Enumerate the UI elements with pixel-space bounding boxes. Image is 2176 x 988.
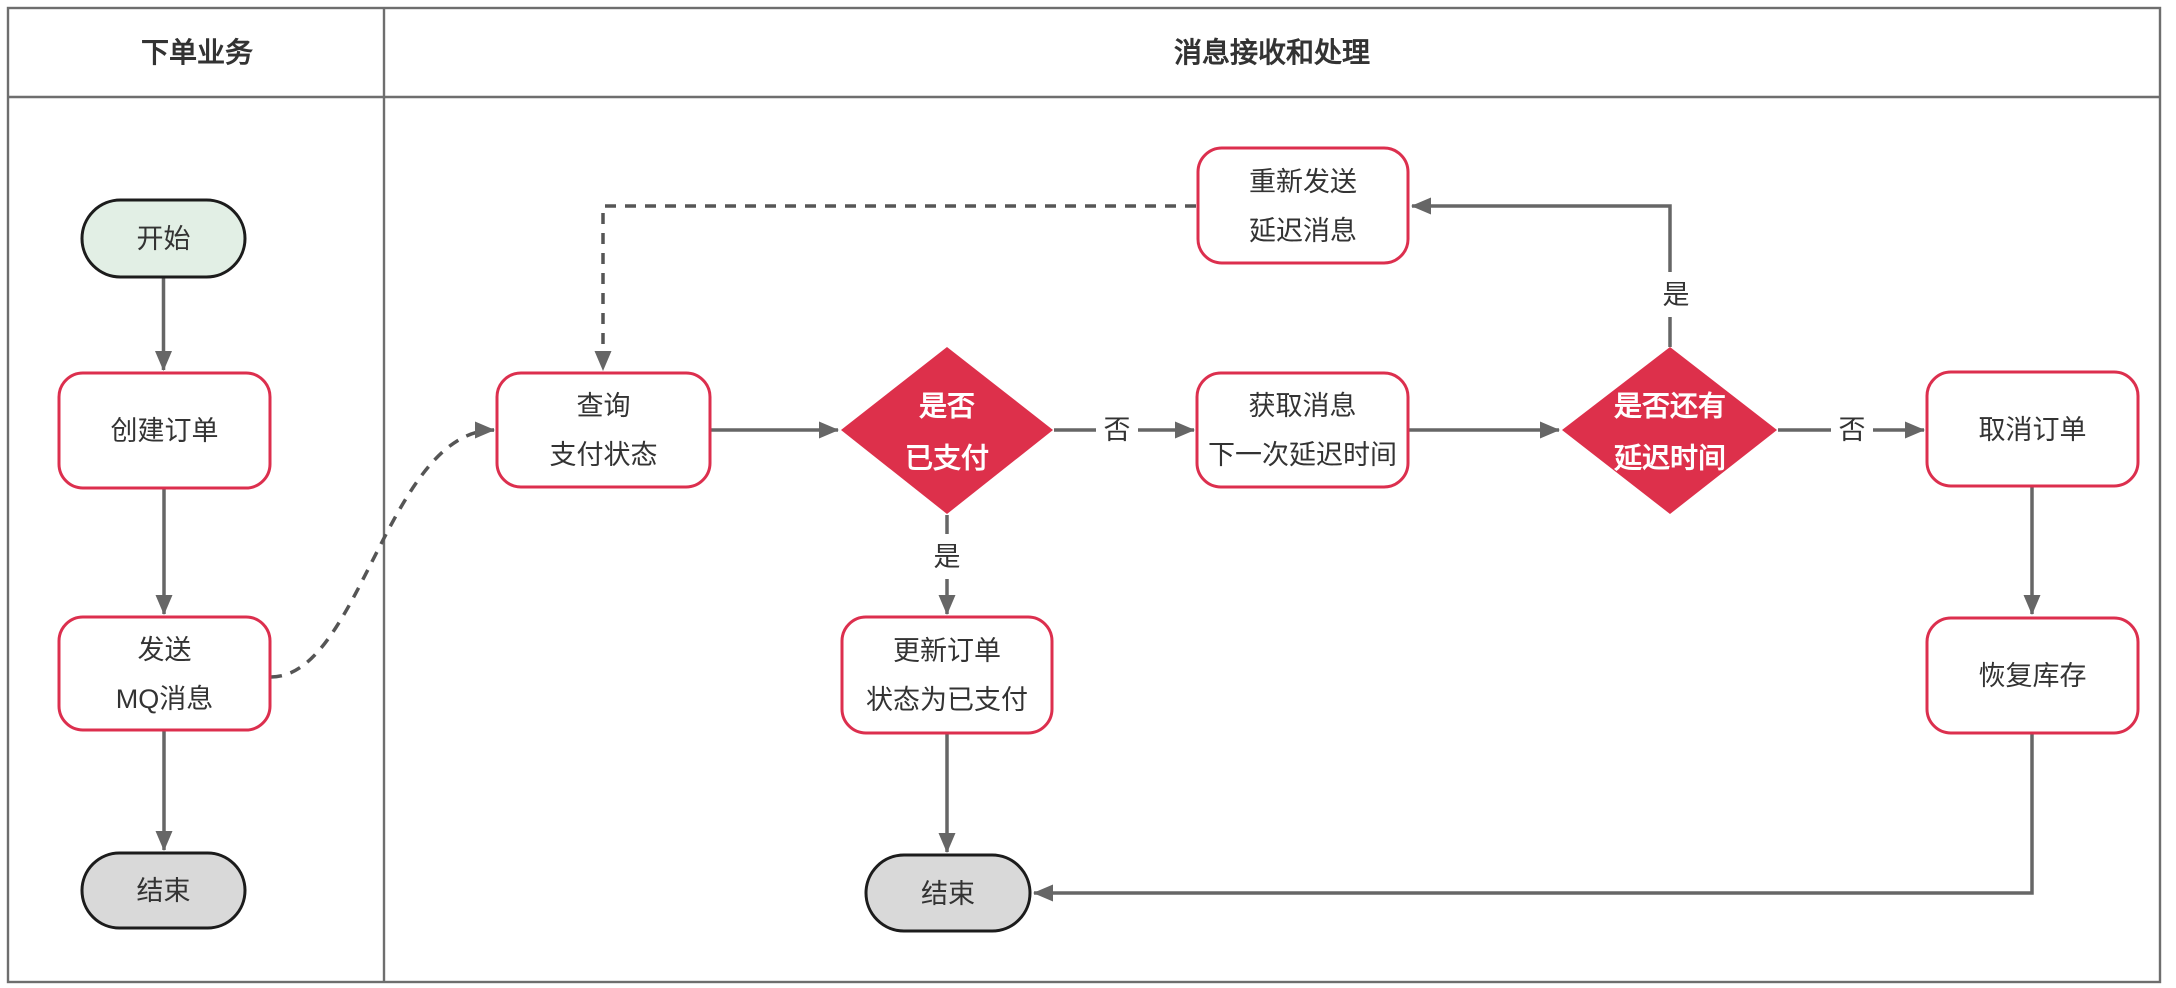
process-shape [57, 371, 272, 490]
process-shape [1925, 370, 2140, 488]
end-terminal-shape [864, 853, 1032, 933]
edge-label-is-paid-no: 否 [1096, 407, 1138, 452]
svg-text:MQ消息: MQ消息 [116, 684, 214, 714]
edge-labels: 否 是 否 是 [926, 272, 1873, 579]
swimlane-table: 下单业务 消息接收和处理 [6, 6, 2162, 984]
process-shape [1196, 146, 1410, 265]
process-shape [1925, 616, 2140, 735]
node-is-paid-decision: 是否 已支付 [841, 347, 1053, 514]
svg-text:状态为已支付: 状态为已支付 [866, 685, 1028, 715]
edge-label-has-delay-no: 否 [1831, 407, 1873, 452]
edge-label-has-delay-yes: 是 [1655, 272, 1697, 317]
process-shape [495, 371, 712, 489]
edge-label-is-paid-yes: 是 [926, 534, 968, 579]
svg-text:支付状态: 支付状态 [550, 440, 658, 470]
node-cancel-order: 取消订单 [1925, 370, 2140, 488]
decision-diamond-shape [841, 347, 1053, 514]
label-mask [926, 534, 968, 579]
lane-title-order-business: 下单业务 [141, 37, 253, 68]
decision-diamond-shape [1562, 347, 1777, 514]
svg-text:否: 否 [1104, 415, 1131, 445]
svg-text:是: 是 [934, 542, 961, 572]
svg-text:发送: 发送 [138, 635, 192, 665]
node-get-message: 获取消息 下一次延迟时间 [1195, 371, 1410, 489]
edge-restore-stock-to-end-middle [1033, 734, 2034, 902]
node-restore-stock: 恢复库存 [1925, 616, 2140, 735]
process-shape [840, 615, 1054, 735]
svg-text:恢复库存: 恢复库存 [1979, 661, 2087, 691]
lane-title-message-handling: 消息接收和处理 [1174, 36, 1370, 68]
svg-text:重新发送: 重新发送 [1249, 167, 1357, 197]
svg-text:延迟消息: 延迟消息 [1249, 216, 1357, 246]
edge-send-mq-to-query-status-dashed [270, 421, 495, 679]
node-start: 开始 [80, 198, 247, 279]
nodes: 开始 创建订单 发送 MQ消息 结束 查询 支付状态 是否 已支付 更新订单 [57, 146, 2140, 933]
node-send-mq: 发送 MQ消息 [57, 615, 272, 732]
process-shape [57, 615, 272, 732]
table-outer-border [6, 6, 2162, 984]
label-mask [1831, 407, 1873, 452]
edge-has-delay-yes-to-resend [1411, 197, 1672, 347]
svg-text:延迟时间: 延迟时间 [1613, 443, 1726, 474]
process-shape [1195, 371, 1410, 489]
label-mask [1096, 407, 1138, 452]
node-has-delay-decision: 是否还有 延迟时间 [1562, 347, 1777, 514]
svg-text:是: 是 [1663, 280, 1690, 310]
svg-text:否: 否 [1839, 415, 1866, 445]
node-resend-delay-message: 重新发送 延迟消息 [1196, 146, 1410, 265]
svg-text:开始: 开始 [137, 224, 191, 254]
svg-text:创建订单: 创建订单 [111, 416, 219, 446]
svg-text:已支付: 已支付 [905, 443, 989, 474]
svg-text:是否还有: 是否还有 [1614, 391, 1726, 422]
node-end-left: 结束 [80, 851, 247, 930]
end-terminal-shape [80, 851, 247, 930]
node-query-status: 查询 支付状态 [495, 371, 712, 489]
node-create-order: 创建订单 [57, 371, 272, 490]
edge-resend-to-query-status-dashed [594, 204, 1196, 371]
node-update-order: 更新订单 状态为已支付 [840, 615, 1054, 735]
svg-text:结束: 结束 [921, 879, 975, 909]
node-end-middle: 结束 [864, 853, 1032, 933]
svg-text:取消订单: 取消订单 [1979, 415, 2087, 445]
start-terminal-shape [80, 198, 247, 279]
svg-text:是否: 是否 [919, 391, 975, 422]
edges [155, 197, 2041, 902]
svg-text:结束: 结束 [137, 876, 191, 906]
svg-text:更新订单: 更新订单 [893, 636, 1001, 666]
label-mask [1655, 272, 1697, 317]
svg-text:获取消息: 获取消息 [1249, 391, 1357, 421]
svg-text:下一次延迟时间: 下一次延迟时间 [1208, 440, 1397, 470]
svg-text:查询: 查询 [577, 391, 631, 421]
